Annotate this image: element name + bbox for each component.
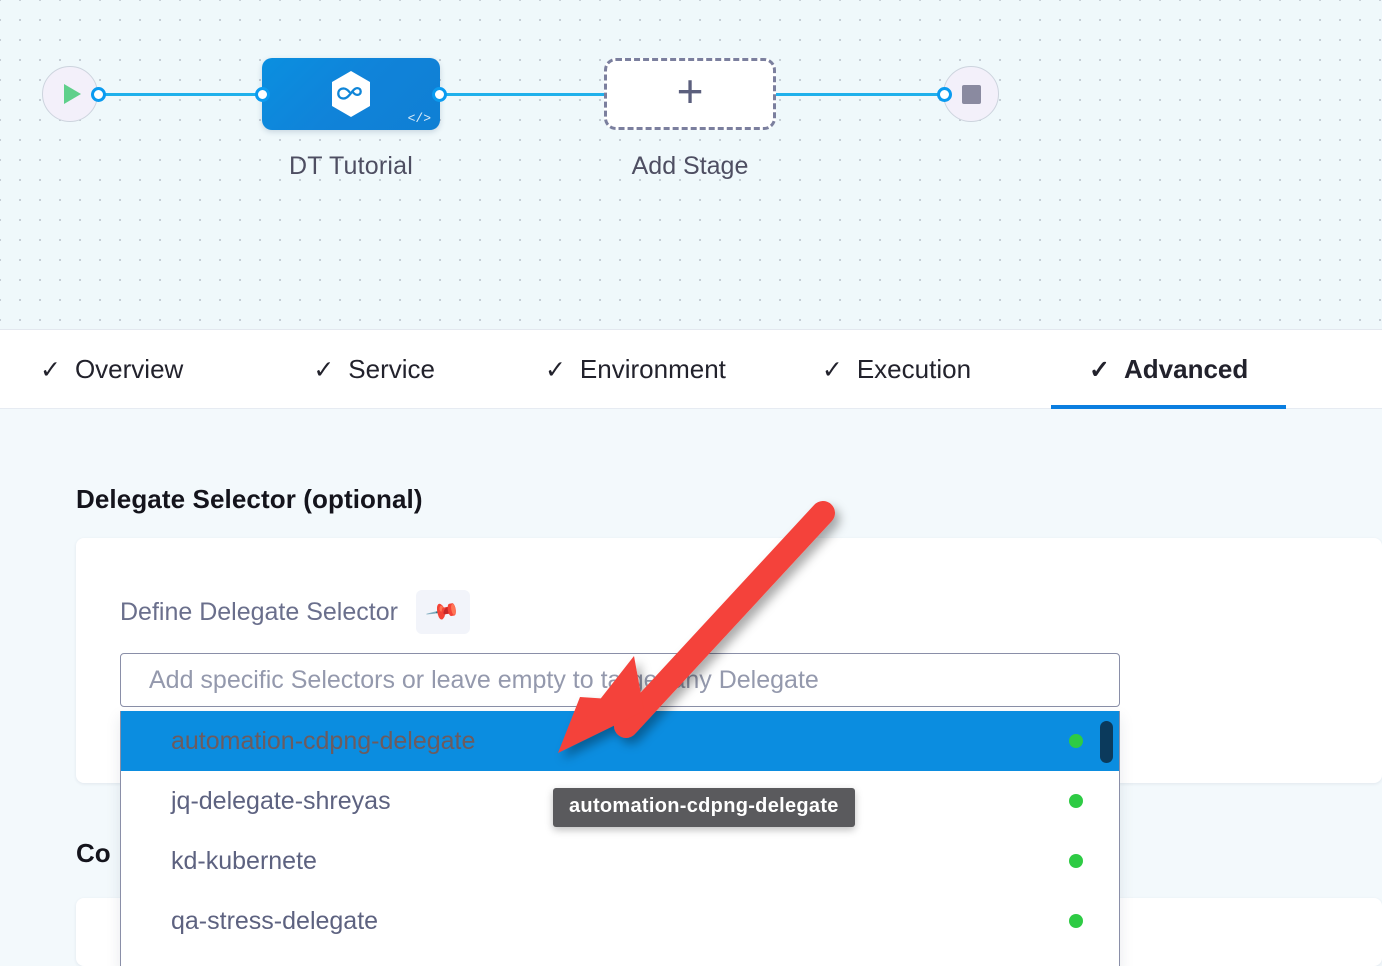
dropdown-option-kd-kubernete[interactable]: kd-kubernete [121, 831, 1119, 891]
connector-start-to-stage [98, 93, 268, 96]
stage-label: DT Tutorial [288, 152, 413, 180]
tab-service[interactable]: ✓ Service [309, 331, 439, 409]
delegate-selector-placeholder: Add specific Selectors or leave empty to… [149, 665, 819, 694]
dropdown-option-qa-stress-delegate[interactable]: qa-stress-delegate [121, 891, 1119, 951]
delegate-options-dropdown[interactable]: automation-cdpng-delegate jq-delegate-sh… [120, 711, 1120, 966]
check-icon: ✓ [313, 355, 335, 384]
delegate-selector-title: Delegate Selector (optional) [76, 484, 423, 514]
check-icon: ✓ [821, 355, 843, 384]
define-delegate-selector-label: Define Delegate Selector [120, 597, 398, 626]
check-icon: ✓ [1089, 355, 1110, 384]
stop-icon [961, 84, 981, 104]
stage-config-tabs: ✓ Overview ✓ Service ✓ Environment ✓ Exe… [0, 331, 1382, 409]
dropdown-option-label: automation-cdpng-delegate [171, 726, 476, 755]
next-section-title-partial: Co [76, 838, 111, 868]
tab-overview[interactable]: ✓ Overview [36, 331, 187, 409]
stage-output-port[interactable] [432, 87, 447, 102]
delegate-name-tooltip: automation-cdpng-delegate [553, 788, 855, 827]
pipeline-canvas[interactable]: </> DT Tutorial + Add Stage [0, 0, 1382, 330]
tab-execution-label: Execution [856, 354, 972, 384]
stage-input-port[interactable] [255, 87, 270, 102]
tab-advanced[interactable]: ✓ Advanced [1050, 331, 1287, 409]
plus-icon: + [676, 65, 704, 117]
end-node[interactable] [943, 66, 999, 122]
tab-execution[interactable]: ✓ Execution [818, 331, 975, 409]
delegate-selector-input[interactable]: Add specific Selectors or leave empty to… [120, 653, 1120, 707]
dropdown-option-label: jq-delegate-shreyas [171, 786, 391, 815]
check-icon: ✓ [40, 355, 61, 384]
stage-node-dt-tutorial[interactable]: </> [262, 58, 440, 130]
define-delegate-selector-row: Define Delegate Selector 📌 [120, 590, 470, 634]
delegate-status-dot [1069, 734, 1083, 748]
dropdown-option-jq-delegate-shreyas[interactable]: jq-delegate-shreyas [121, 771, 1119, 831]
delegate-status-dot [1069, 854, 1083, 868]
check-icon: ✓ [544, 355, 566, 384]
dropdown-scrollbar-thumb[interactable] [1100, 721, 1113, 763]
dropdown-option-label: kd-kubernete [171, 846, 317, 875]
play-icon [64, 84, 81, 104]
add-stage-button[interactable]: + [604, 58, 776, 130]
tab-environment[interactable]: ✓ Environment [541, 331, 730, 409]
harness-cd-hexagon-icon [332, 71, 370, 117]
delegate-status-dot [1069, 914, 1083, 928]
tab-advanced-label: Advanced [1123, 354, 1249, 384]
tab-service-label: Service [348, 354, 435, 384]
end-node-port[interactable] [937, 87, 952, 102]
start-node-port[interactable] [91, 87, 106, 102]
start-node[interactable] [42, 66, 98, 122]
add-stage-label: Add Stage [631, 152, 749, 180]
delegate-status-dot [1069, 794, 1083, 808]
pin-icon: 📌 [424, 593, 462, 630]
pin-button[interactable]: 📌 [415, 590, 470, 634]
dropdown-option-automation-cdpng-delegate[interactable]: automation-cdpng-delegate [121, 711, 1119, 771]
tab-overview-label: Overview [74, 354, 184, 384]
dropdown-option-label: qa-stress-delegate [171, 906, 379, 935]
code-icon: </> [407, 111, 431, 126]
tab-environment-label: Environment [579, 354, 726, 384]
